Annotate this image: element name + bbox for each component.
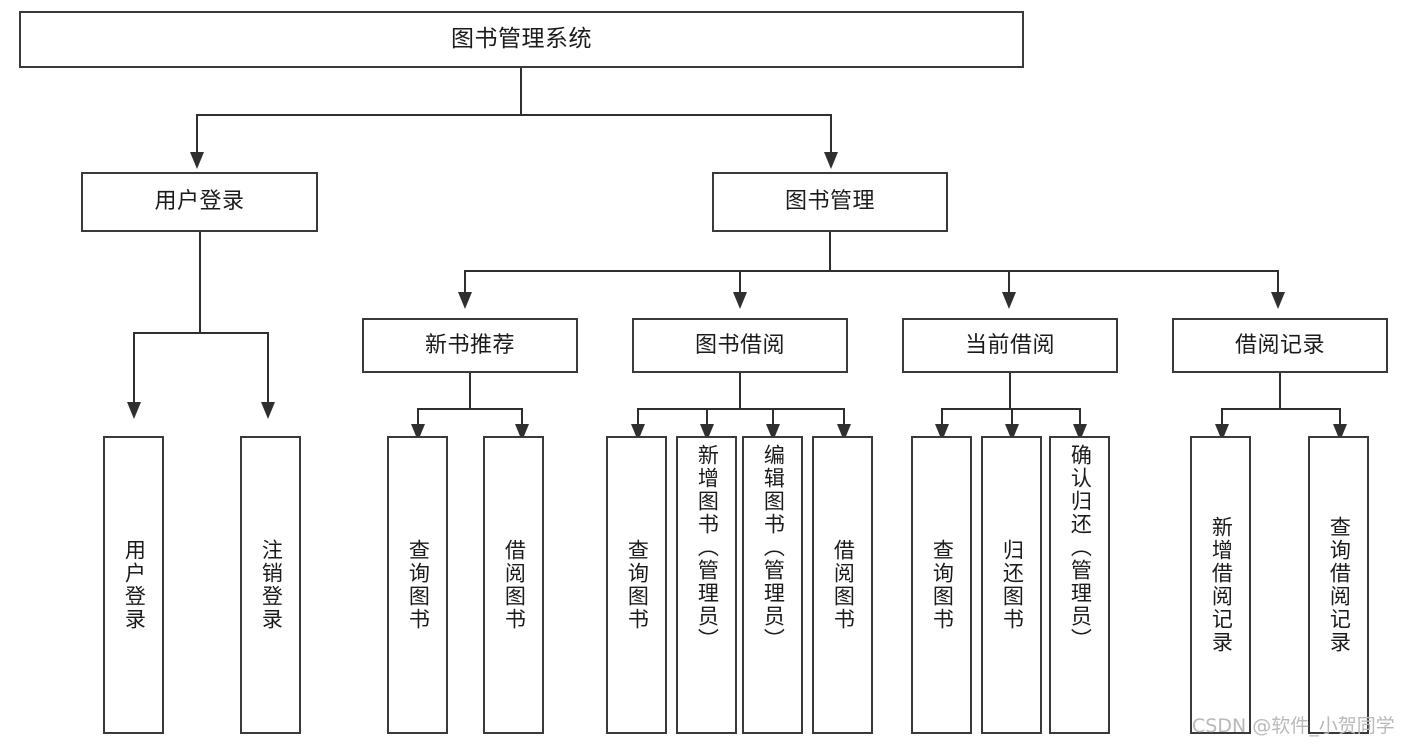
node-label: 用户登录 bbox=[154, 189, 245, 215]
connector-book-management-stem bbox=[829, 232, 831, 270]
arrowhead-to-book-management bbox=[824, 152, 838, 169]
arrowhead-user-login-child-2 bbox=[261, 402, 275, 419]
connector-book-borrow-stem bbox=[739, 373, 741, 408]
connector-borrow-record-bus bbox=[1221, 408, 1339, 410]
connector-current-borrow-child-3 bbox=[1079, 408, 1081, 426]
connector-to-current-borrow bbox=[1008, 270, 1010, 294]
node-label: 注销登录 bbox=[259, 539, 284, 631]
arrowhead-to-current-borrow bbox=[1002, 292, 1016, 309]
leaf-book-borrow-edit-book-admin[interactable]: 编辑图书（管理员） bbox=[742, 436, 803, 734]
node-label: 借阅记录 bbox=[1234, 332, 1325, 358]
connector-current-borrow-bus bbox=[941, 408, 1079, 410]
connector-to-user-login bbox=[196, 114, 198, 154]
connector-book-borrow-child-2 bbox=[706, 408, 708, 426]
arrowhead-to-new-book-recommend bbox=[458, 292, 472, 309]
connector-root-stem bbox=[520, 68, 522, 114]
leaf-borrow-record-add-record[interactable]: 新增借阅记录 bbox=[1190, 436, 1251, 734]
arrowhead-to-borrow-record bbox=[1271, 292, 1285, 309]
arrowhead-user-login-child-1 bbox=[127, 402, 141, 419]
node-label: 借阅图书 bbox=[831, 539, 856, 631]
node-label: 新增借阅记录 bbox=[1209, 516, 1234, 654]
node-user-login[interactable]: 用户登录 bbox=[81, 172, 318, 232]
connector-to-book-borrow bbox=[739, 270, 741, 294]
arrowhead-to-user-login bbox=[190, 152, 204, 169]
node-label: 归还图书 bbox=[1000, 539, 1025, 631]
leaf-user-login-login[interactable]: 用户登录 bbox=[103, 436, 164, 734]
node-label: 新增图书（管理员） bbox=[695, 444, 720, 651]
connector-new-book-recommend-child-1 bbox=[417, 408, 419, 426]
connector-new-book-recommend-bus bbox=[417, 408, 521, 410]
connector-book-borrow-child-3 bbox=[772, 408, 774, 426]
leaf-current-borrow-return-book[interactable]: 归还图书 bbox=[981, 436, 1042, 734]
node-label: 查询图书 bbox=[930, 539, 955, 631]
leaf-user-login-logout[interactable]: 注销登录 bbox=[240, 436, 301, 734]
connector-user-login-child-1 bbox=[133, 332, 135, 404]
node-label: 图书借阅 bbox=[694, 332, 785, 358]
arrowhead-to-book-borrow bbox=[733, 292, 747, 309]
node-label: 当前借阅 bbox=[964, 332, 1055, 358]
connector-to-borrow-record bbox=[1277, 270, 1279, 294]
node-label: 查询借阅记录 bbox=[1327, 516, 1352, 654]
node-borrow-record[interactable]: 借阅记录 bbox=[1172, 318, 1388, 373]
connector-new-book-recommend-stem bbox=[469, 373, 471, 408]
leaf-current-borrow-query-book[interactable]: 查询图书 bbox=[911, 436, 972, 734]
connector-current-borrow-stem bbox=[1009, 373, 1011, 408]
connector-current-borrow-child-2 bbox=[1011, 408, 1013, 426]
node-book-management[interactable]: 图书管理 bbox=[712, 172, 948, 232]
connector-book-borrow-child-1 bbox=[637, 408, 639, 426]
connector-book-borrow-child-4 bbox=[843, 408, 845, 426]
node-label: 确认归还（管理员） bbox=[1068, 444, 1093, 651]
node-label: 查询图书 bbox=[625, 539, 650, 631]
leaf-borrow-record-query-record[interactable]: 查询借阅记录 bbox=[1308, 436, 1369, 734]
connector-level1-bus bbox=[196, 114, 832, 116]
node-current-borrow[interactable]: 当前借阅 bbox=[902, 318, 1118, 373]
leaf-new-book-recommend-borrow-book[interactable]: 借阅图书 bbox=[483, 436, 544, 734]
node-label: 借阅图书 bbox=[502, 539, 527, 631]
node-label: 用户登录 bbox=[122, 539, 147, 631]
connector-book-borrow-bus bbox=[637, 408, 843, 410]
leaf-new-book-recommend-query-book[interactable]: 查询图书 bbox=[387, 436, 448, 734]
leaf-book-borrow-borrow-book[interactable]: 借阅图书 bbox=[812, 436, 873, 734]
connector-user-login-bus bbox=[133, 332, 267, 334]
node-new-book-recommend[interactable]: 新书推荐 bbox=[362, 318, 578, 373]
leaf-book-borrow-add-book-admin[interactable]: 新增图书（管理员） bbox=[676, 436, 737, 734]
node-label: 查询图书 bbox=[406, 539, 431, 631]
leaf-book-borrow-query-book[interactable]: 查询图书 bbox=[606, 436, 667, 734]
connector-new-book-recommend-child-2 bbox=[521, 408, 523, 426]
connector-borrow-record-child-1 bbox=[1221, 408, 1223, 426]
connector-user-login-child-2 bbox=[267, 332, 269, 404]
leaf-current-borrow-confirm-return-admin[interactable]: 确认归还（管理员） bbox=[1049, 436, 1110, 734]
connector-level2-bus bbox=[464, 270, 1278, 272]
connector-borrow-record-child-2 bbox=[1339, 408, 1341, 426]
node-root-book-management-system[interactable]: 图书管理系统 bbox=[19, 11, 1024, 68]
connector-borrow-record-stem bbox=[1279, 373, 1281, 408]
node-label: 编辑图书（管理员） bbox=[761, 444, 786, 651]
node-label: 图书管理 bbox=[784, 189, 875, 215]
node-label: 新书推荐 bbox=[424, 332, 515, 358]
node-book-borrow[interactable]: 图书借阅 bbox=[632, 318, 848, 373]
connector-to-book-management bbox=[830, 114, 832, 154]
connector-current-borrow-child-1 bbox=[941, 408, 943, 426]
node-label: 图书管理系统 bbox=[451, 26, 592, 53]
connector-to-new-book-recommend bbox=[464, 270, 466, 294]
connector-user-login-stem bbox=[199, 232, 201, 332]
